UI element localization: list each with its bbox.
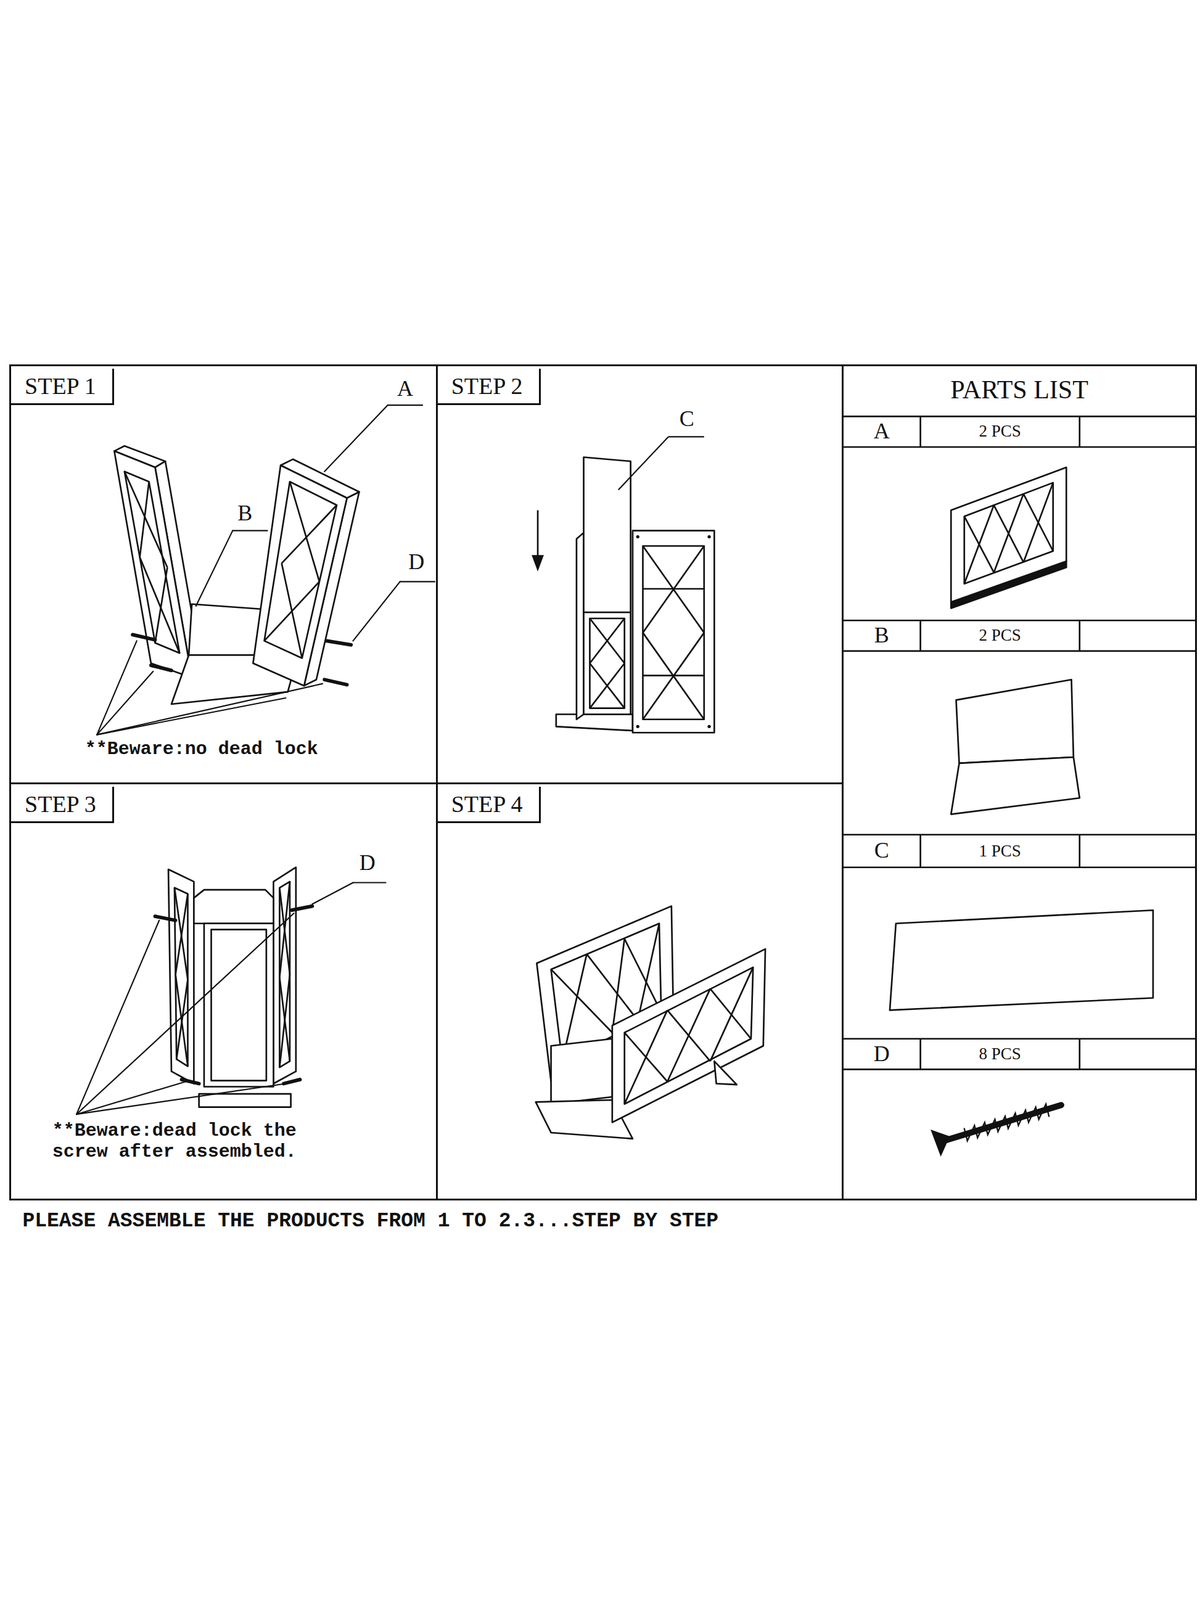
part-letter: D: [406, 549, 426, 575]
step-heading: STEP 3: [11, 786, 115, 824]
part-letter: C: [678, 406, 696, 432]
footer-instruction: PLEASE ASSEMBLE THE PRODUCTS FROM 1 TO 2…: [22, 1209, 719, 1233]
part-letter: D: [358, 850, 377, 876]
part-letter: A: [395, 376, 415, 402]
step-heading: STEP 2: [437, 368, 541, 406]
table-cell: 2 PCS: [978, 625, 1023, 646]
step-heading: STEP 1: [11, 368, 115, 406]
table-cell: C: [873, 838, 891, 864]
table-cell: 1 PCS: [978, 841, 1023, 861]
step-panel: STEP 1: [9, 364, 438, 785]
step-panel: STEP 2: [435, 364, 845, 785]
table-cell: A: [872, 418, 892, 444]
table-cell: 2 PCS: [978, 421, 1023, 441]
table-heading: PARTS LIST: [843, 374, 1196, 405]
warning-note: **Beware:dead lock the screw after assem…: [51, 1120, 309, 1164]
table-cell: B: [873, 622, 891, 649]
warning-note: **Beware:no dead lock: [83, 738, 342, 761]
table-cell: 8 PCS: [978, 1044, 1023, 1064]
parts-list-panel: PARTS LIST: [841, 364, 1197, 1202]
step-heading: STEP 4: [437, 786, 541, 824]
step-panel: STEP 4: [435, 782, 845, 1201]
part-letter: B: [236, 500, 254, 527]
table-cell: D: [872, 1041, 892, 1067]
